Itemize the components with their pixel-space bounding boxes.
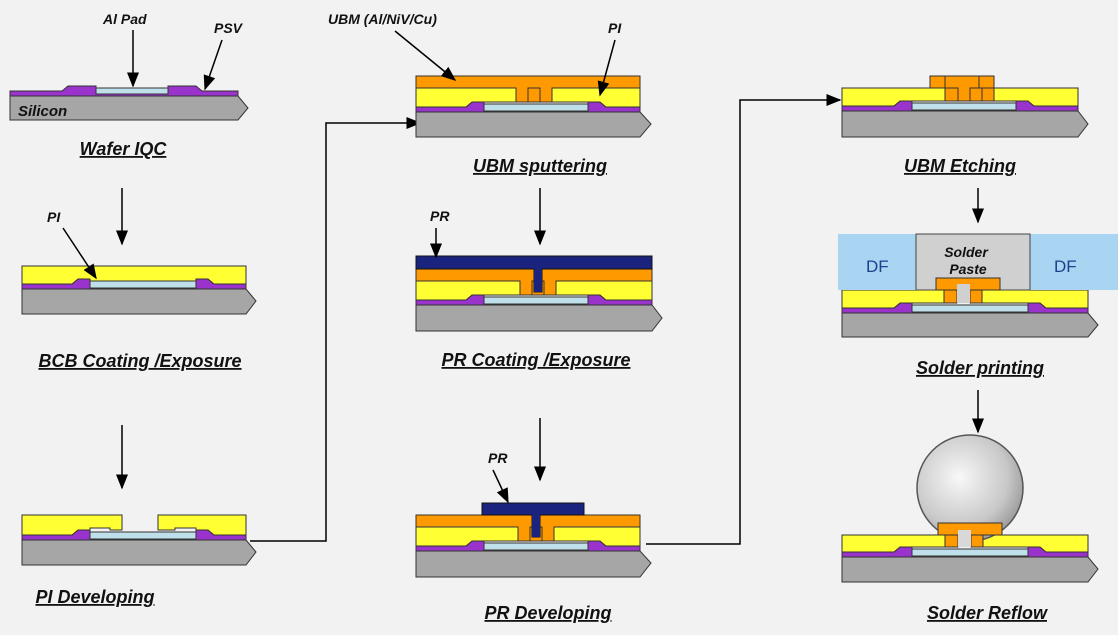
pi-pointer-1 [62, 227, 97, 280]
psv-label: PSV [214, 20, 244, 36]
pr-label-2: PR [488, 450, 508, 466]
pr-label-1: PR [430, 208, 450, 224]
ubm-pointer [394, 30, 457, 81]
pi-label-2: PI [608, 20, 622, 36]
ubm-label: UBM (Al/NiV/Cu) [328, 11, 437, 27]
step-solder-printing: Solder printing [916, 358, 1044, 378]
ubm-sputtering-cross-section [415, 75, 652, 138]
pi-developing-cross-section [21, 514, 257, 566]
step-pr-coating: PR Coating /Exposure [441, 350, 630, 370]
step-wafer-iqc: Wafer IQC [80, 139, 168, 159]
pr-developing-cross-section [415, 502, 652, 578]
pi-label-1: PI [47, 209, 61, 225]
dry-film-left-label: DF [866, 257, 889, 276]
bcb-coating-cross-section [21, 265, 257, 315]
solder-paste-label-line2: Paste [949, 261, 987, 277]
ubm-etching-cross-section [841, 75, 1089, 138]
solder-printing-cross-section [838, 233, 1118, 338]
pr-coating-cross-section [415, 255, 663, 332]
psv-pointer [203, 39, 223, 91]
step-ubm-sputtering: UBM sputtering [473, 156, 607, 176]
pi-pointer-2 [597, 39, 616, 97]
step-solder-reflow: Solder Reflow [927, 603, 1048, 623]
step-bcb-coating: BCB Coating /Exposure [38, 351, 241, 371]
al-pad-label: Al Pad [102, 11, 147, 27]
silicon-label: Silicon [18, 103, 67, 120]
dry-film-right-label: DF [1054, 257, 1077, 276]
step-pr-developing: PR Developing [484, 603, 611, 623]
pr-pointer-2 [492, 469, 509, 504]
flow-connector [646, 94, 842, 545]
flow-connector [250, 117, 422, 542]
step-pi-developing: PI Developing [35, 587, 154, 607]
solder-reflow-cross-section [841, 434, 1099, 583]
wafer-iqc-cross-section [9, 85, 249, 121]
solder-paste-label-line1: Solder [944, 244, 989, 260]
step-ubm-etching: UBM Etching [904, 156, 1016, 176]
